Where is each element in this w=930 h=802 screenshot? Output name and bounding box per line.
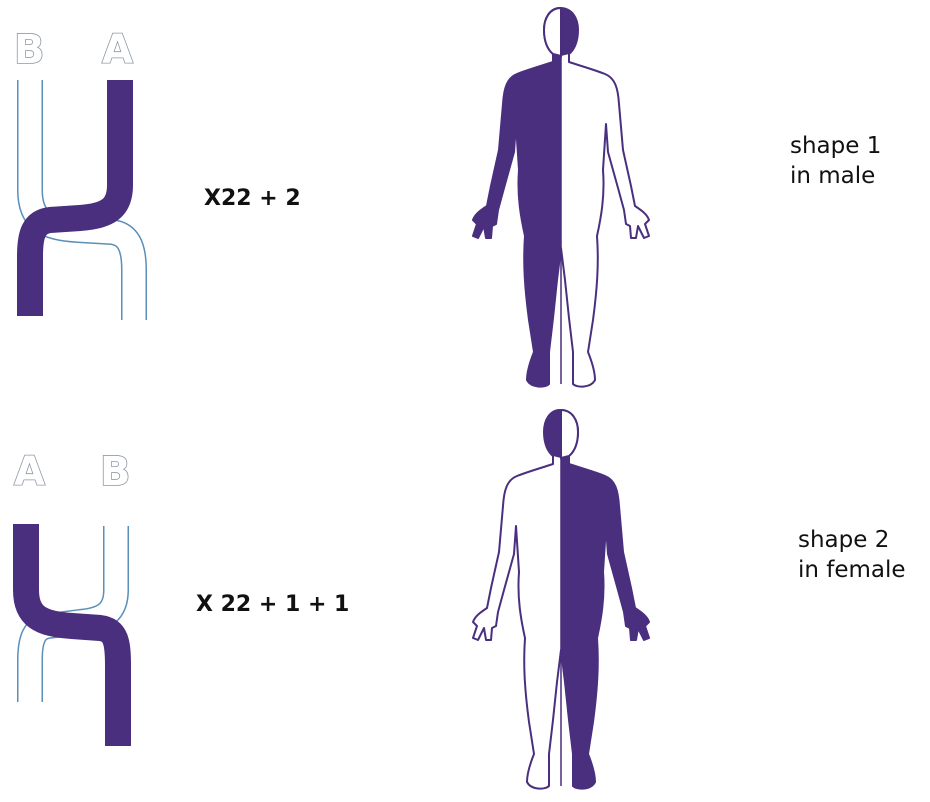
chromosome-label-left: A — [14, 452, 45, 492]
row-shape-1: B A X22 + 2 shape 1 in male — [0, 0, 930, 400]
row-shape-2: A B X 22 + 1 + 1 shape 2 in female — [0, 400, 930, 800]
chromosome-label-right: A — [102, 30, 133, 70]
karyotype-formula: X 22 + 1 + 1 — [196, 592, 349, 617]
shape-caption: shape 2 in female — [798, 526, 906, 586]
caption-line-2: in male — [790, 162, 881, 192]
shape-caption: shape 1 in male — [790, 132, 881, 192]
caption-line-1: shape 2 — [798, 526, 906, 556]
caption-line-1: shape 1 — [790, 132, 881, 162]
human-figure-female — [445, 402, 675, 802]
chromosome-label-right: B — [100, 452, 131, 492]
caption-line-2: in female — [798, 556, 906, 586]
karyotype-formula: X22 + 2 — [204, 186, 301, 211]
chromosome-label-left: B — [14, 30, 45, 70]
human-figure-male — [445, 0, 675, 400]
